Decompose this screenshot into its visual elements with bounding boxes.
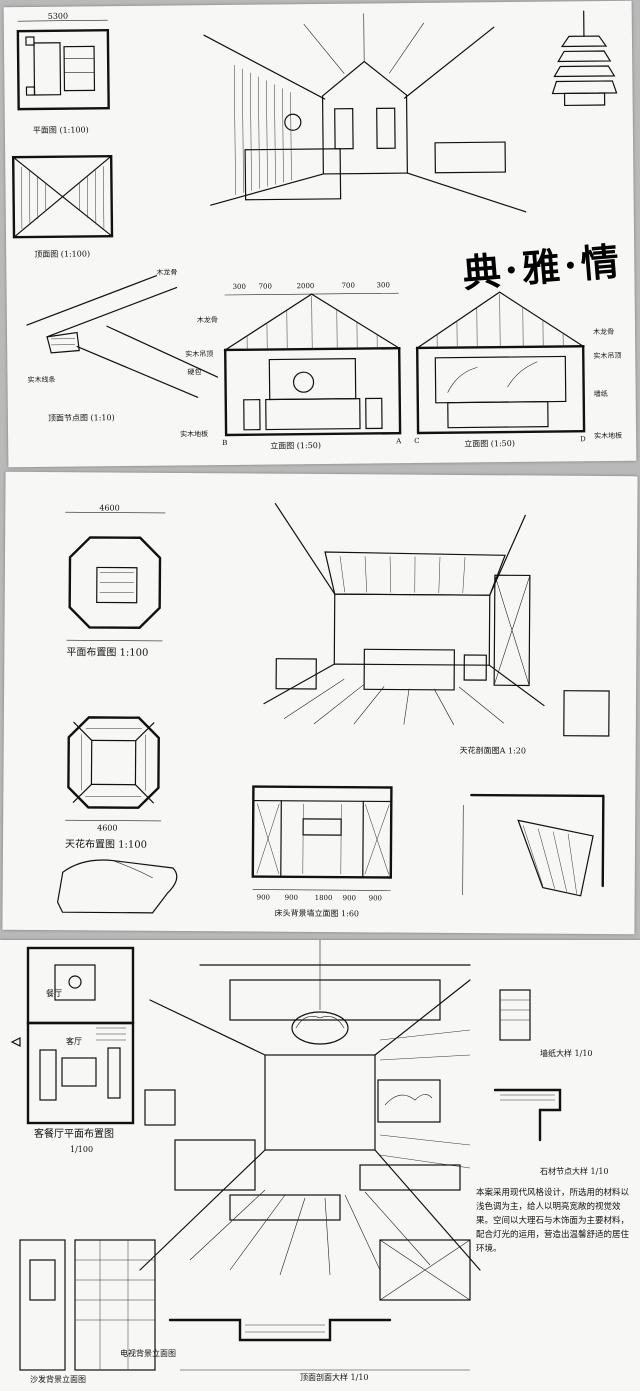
elevD-caption: 立面图 (1:50): [464, 438, 516, 449]
detail1-caption: 顶面节点图 (1:10): [47, 413, 115, 423]
wall-section-caption: 墙纸大样 1/10: [540, 1049, 593, 1058]
elev2-dim-1: 900: [256, 893, 271, 902]
section2-caption: 天花剖面图A 1:20: [459, 745, 526, 756]
plan3-room-top: 餐厅: [46, 989, 62, 998]
elevB-callout-2: 实木吊顶: [185, 350, 214, 359]
ceiling2-dimension: 4600: [97, 823, 118, 833]
elevD-callout-3: 墙纸: [593, 389, 608, 399]
elevD-callout-2: 实木吊顶: [593, 351, 622, 361]
elevD-mark-right: D: [580, 435, 586, 444]
detail1-callout-top: 木龙骨: [156, 268, 178, 277]
elevB-mark-right: A: [396, 437, 402, 446]
elevB-dim-2: 700: [258, 282, 272, 291]
elevB-dim-3: 2000: [296, 282, 315, 291]
elev-left-caption: 沙发背景立面图: [30, 1375, 86, 1384]
elevB-dim-4: 700: [341, 281, 355, 290]
plan3-caption: 客餐厅平面布置图: [34, 1129, 114, 1140]
plan2-caption: 平面布置图 1:100: [66, 647, 149, 659]
elevB-caption: 立面图 (1:50): [270, 441, 322, 451]
elevB-mark-left: B: [222, 438, 228, 448]
plan1-dimension: 5300: [47, 11, 69, 21]
sheet-bedroom-gable: 5300 平面图 (1:100) 顶面图 (1:100) 木龙骨 实木线条 顶面…: [3, 0, 637, 468]
sheet-bedroom-octagon: 4600 平面布置图 1:100 4600 天花布置图 1:100 900 90…: [2, 471, 638, 935]
plan2-dimension: 4600: [99, 503, 120, 513]
elevB-dim-5: 300: [376, 281, 390, 290]
sheet2-linework: [56, 503, 610, 914]
sheet3-linework: [10, 940, 562, 1371]
design-notes: 本案采用现代风格设计，所选用的材料以浅色调为主，给人以明亮宽敞的视觉效果。空间以…: [476, 1188, 630, 1254]
ceiling1-caption: 顶面图 (1:100): [34, 249, 91, 259]
elevD-callout-1: 木龙骨: [593, 327, 615, 337]
elevB-dim-1: 300: [232, 282, 246, 291]
elevB-callout-3: 硬包: [187, 368, 202, 377]
elev2-caption: 床头背景墙立面图 1:60: [274, 908, 360, 919]
bottom-section-caption: 顶面剖面大样 1/10: [300, 1373, 369, 1382]
elevB-callout-1: 木龙骨: [196, 316, 218, 325]
elev2-dim-2: 900: [284, 893, 299, 902]
node-caption: 石材节点大样 1/10: [540, 1167, 609, 1176]
ceiling2-caption: 天花布置图 1:100: [64, 839, 148, 851]
detail1-callout-bottom: 实木线条: [27, 375, 56, 385]
elevB-floor: 实木地板: [180, 430, 209, 439]
elevD-mark-left: C: [414, 436, 420, 446]
elev-mid-caption: 电视背景立面图: [120, 1349, 176, 1358]
elev2-dim-3: 1800: [314, 893, 333, 903]
plan3-room-bottom: 客厅: [66, 1037, 82, 1046]
plan1-caption: 平面图 (1:100): [32, 125, 89, 136]
elev2-dim-4: 900: [342, 894, 357, 903]
elevD-callout-4: 实木地板: [594, 431, 623, 441]
sheet-living-room: 餐厅 客厅 客餐厅平面布置图 1/100 墙纸大样 1/10 石材节点大样 1/…: [0, 940, 640, 1391]
elev2-dim-5: 900: [368, 894, 383, 903]
plan3-scale: 1/100: [70, 1145, 94, 1154]
sheet1-linework: [11, 10, 618, 437]
